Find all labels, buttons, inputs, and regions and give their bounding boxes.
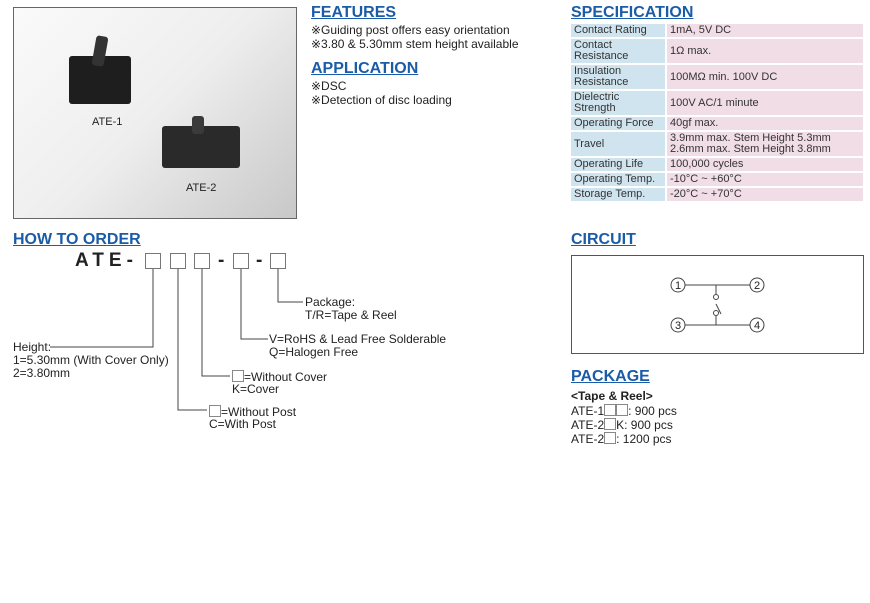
placeholder-box [604,432,617,444]
application-item: ※Detection of disc loading [311,93,452,107]
cover-opt2: K=Cover [232,382,280,396]
spec-value: 100V AC/1 minute [667,91,863,115]
spec-value: 1Ω max. [667,39,863,63]
application-title: APPLICATION [311,60,419,77]
order-dash: - [218,250,225,271]
package-title: PACKAGE [571,368,650,385]
package-item-suffix: K: 900 pcs [616,418,673,432]
features-item: ※3.80 & 5.30mm stem height available [311,37,519,51]
post-opt1: =Without Post [209,405,296,419]
spec-value: -10°C ~ +60°C [667,173,863,186]
photo-label-ate1: ATE-1 [92,116,123,128]
height-title: Height: [13,340,52,354]
pin-4: 4 [754,320,760,332]
package-subtitle: <Tape & Reel> [571,389,653,403]
placeholder-box [604,418,617,430]
rohs-opt2: Q=Halogen Free [269,345,359,359]
order-box-package [270,253,286,269]
pin-1: 1 [675,280,681,292]
spec-label: Operating Life [571,158,665,171]
package-item: ATE-2 K: 900 pcs [571,418,673,432]
spec-label: Travel [571,132,665,156]
spec-label: Contact Rating [571,24,665,37]
height-opt2: 2=3.80mm [13,366,71,380]
spec-value: 100MΩ min. 100V DC [667,65,863,89]
placeholder-box [604,404,617,416]
height-opt1: 1=5.30mm (With Cover Only) [13,353,169,367]
product-photo: ATE-1 ATE-2 [13,7,297,219]
package-item-prefix: ATE-2 [571,432,605,446]
spec-value: 3.9mm max. Stem Height 5.3mm 2.6mm max. … [667,132,863,156]
pin-2: 2 [754,280,760,292]
package-item: ATE-2 : 1200 pcs [571,432,672,446]
package-item-suffix: : 900 pcs [628,404,677,418]
spec-label: Storage Temp. [571,188,665,201]
order-dash: - [256,250,263,271]
cover-opt1-text: =Without Cover [244,370,328,384]
package-item-prefix: ATE-2 [571,418,605,432]
cover-opt1: =Without Cover [232,370,327,384]
spec-label: Operating Temp. [571,173,665,186]
order-code-prefix: ATE- [75,250,138,271]
specification-title: SPECIFICATION [571,4,694,21]
placeholder-box [209,405,221,417]
spec-row: Storage Temp.-20°C ~ +70°C [571,188,863,201]
package-item-prefix: ATE-1 [571,404,605,418]
circuit-diagram: 1 2 3 4 [571,255,864,354]
features-title: FEATURES [311,4,397,21]
spec-value: 100,000 cycles [667,158,863,171]
circuit-schematic: 1 2 3 4 [670,277,765,333]
order-box-rohs [233,253,249,269]
spec-label: Operating Force [571,117,665,130]
package-item-suffix: : 1200 pcs [616,432,672,446]
post-opt1-text: =Without Post [221,405,297,419]
spec-label: Insulation Resistance [571,65,665,89]
spec-label: Dielectric Strength [571,91,665,115]
features-item: ※Guiding post offers easy orientation [311,23,510,37]
order-box-post [170,253,186,269]
package-opt2: T/R=Tape & Reel [305,308,397,322]
spec-value: -20°C ~ +70°C [667,188,863,201]
application-item: ※DSC [311,79,347,93]
circuit-title: CIRCUIT [571,231,636,248]
how-to-order-title: HOW TO ORDER [13,231,141,248]
order-box-cover [194,253,210,269]
spec-value: 1mA, 5V DC [667,24,863,37]
pin-3: 3 [675,320,681,332]
post-opt2: C=With Post [209,417,277,431]
spec-row: Operating Temp.-10°C ~ +60°C [571,173,863,186]
stem-image [192,116,204,134]
photo-label-ate2: ATE-2 [186,182,217,194]
order-box-height [145,253,161,269]
package-item: ATE-1 : 900 pcs [571,404,677,418]
placeholder-box [616,404,629,416]
spec-label: Contact Resistance [571,39,665,63]
package-opt1: Package: [305,295,356,309]
spec-value: 40gf max. [667,117,863,130]
rohs-opt1: V=RoHS & Lead Free Solderable [269,332,447,346]
placeholder-box [232,370,244,382]
